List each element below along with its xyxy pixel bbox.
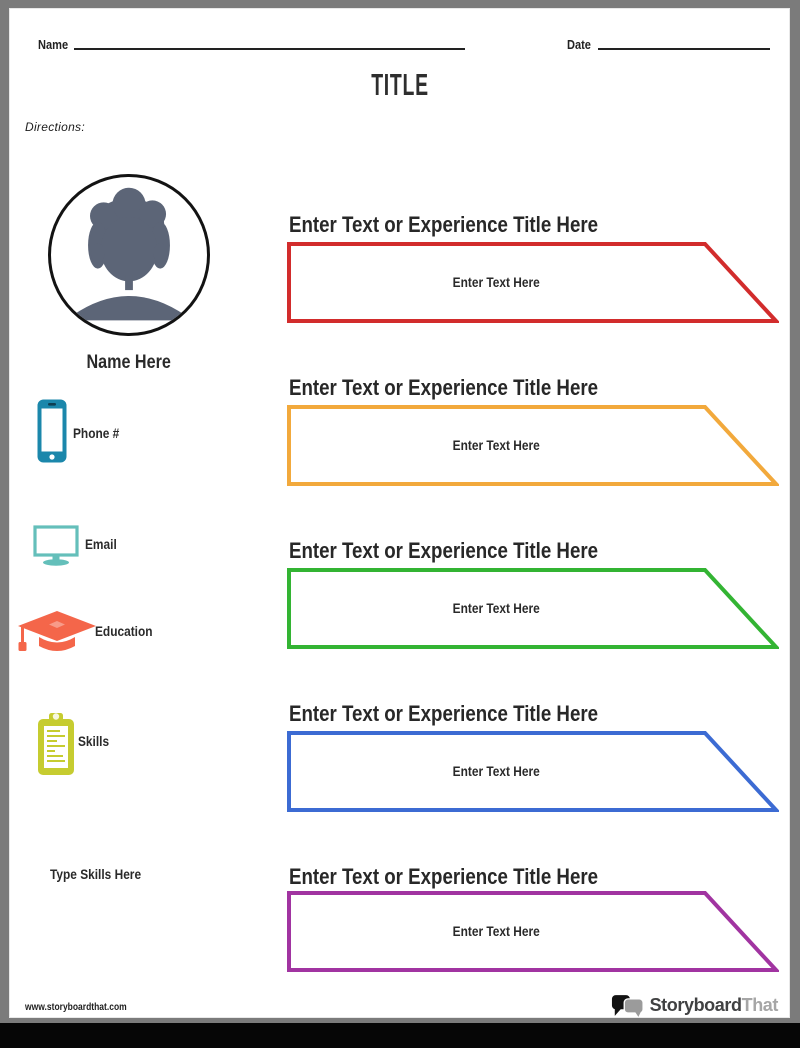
experience-title[interactable]: Enter Text or Experience Title Here — [289, 212, 599, 237]
experience-box[interactable]: Enter Text Here — [287, 405, 781, 487]
footer-url: www.storyboardthat.com — [25, 1002, 127, 1013]
storyboardthat-logo: StoryboardThat — [611, 992, 778, 1019]
experience-body-placeholder[interactable]: Enter Text Here — [452, 923, 540, 939]
experience-body-placeholder[interactable]: Enter Text Here — [452, 763, 540, 779]
experience-title[interactable]: Enter Text or Experience Title Here — [289, 538, 599, 563]
experience-box[interactable]: Enter Text Here — [287, 891, 781, 973]
name-field-group: Name — [38, 36, 73, 54]
bottom-black-bar — [0, 1023, 800, 1048]
experience-box[interactable]: Enter Text Here — [287, 568, 781, 650]
person-silhouette-icon — [72, 187, 186, 321]
date-fill-line[interactable] — [598, 48, 770, 50]
date-field-group: Date — [567, 36, 595, 54]
logo-wordmark: StoryboardThat — [649, 995, 779, 1015]
experience-title[interactable]: Enter Text or Experience Title Here — [289, 701, 599, 726]
monitor-icon — [33, 525, 79, 567]
clipboard-icon — [37, 712, 75, 776]
name-label: Name — [38, 37, 69, 52]
worksheet-page: Name Date TITLE Directions: — [9, 8, 790, 1018]
graduation-cap-icon — [14, 610, 98, 660]
experience-box[interactable]: Enter Text Here — [287, 242, 781, 324]
experience-box[interactable]: Enter Text Here — [287, 731, 781, 813]
name-fill-line[interactable] — [74, 48, 465, 50]
trapezoid-shape — [287, 891, 781, 972]
contact-label-skills: Skills — [78, 733, 110, 749]
date-label: Date — [567, 37, 591, 52]
contact-label-education: Education — [95, 623, 153, 639]
trapezoid-shape — [287, 242, 781, 323]
experience-body-placeholder[interactable]: Enter Text Here — [452, 274, 540, 290]
contact-label-email: Email — [85, 536, 117, 552]
experience-body-placeholder[interactable]: Enter Text Here — [452, 600, 540, 616]
trapezoid-shape — [287, 731, 781, 812]
page-title[interactable]: TITLE — [370, 68, 429, 102]
experience-body-placeholder[interactable]: Enter Text Here — [452, 437, 540, 453]
trapezoid-shape — [287, 568, 781, 649]
speech-bubbles-icon — [611, 995, 644, 1017]
trapezoid-shape — [287, 405, 781, 486]
skills-placeholder[interactable]: Type Skills Here — [50, 866, 142, 882]
profile-name-placeholder[interactable]: Name Here — [86, 352, 172, 373]
directions-label: Directions: — [25, 120, 85, 134]
page-title-wrap: TITLE — [9, 68, 790, 102]
contact-label-phone: Phone # — [73, 425, 120, 441]
phone-icon — [37, 399, 67, 464]
avatar[interactable] — [48, 174, 210, 336]
experience-title[interactable]: Enter Text or Experience Title Here — [289, 375, 599, 400]
experience-title[interactable]: Enter Text or Experience Title Here — [289, 864, 599, 889]
